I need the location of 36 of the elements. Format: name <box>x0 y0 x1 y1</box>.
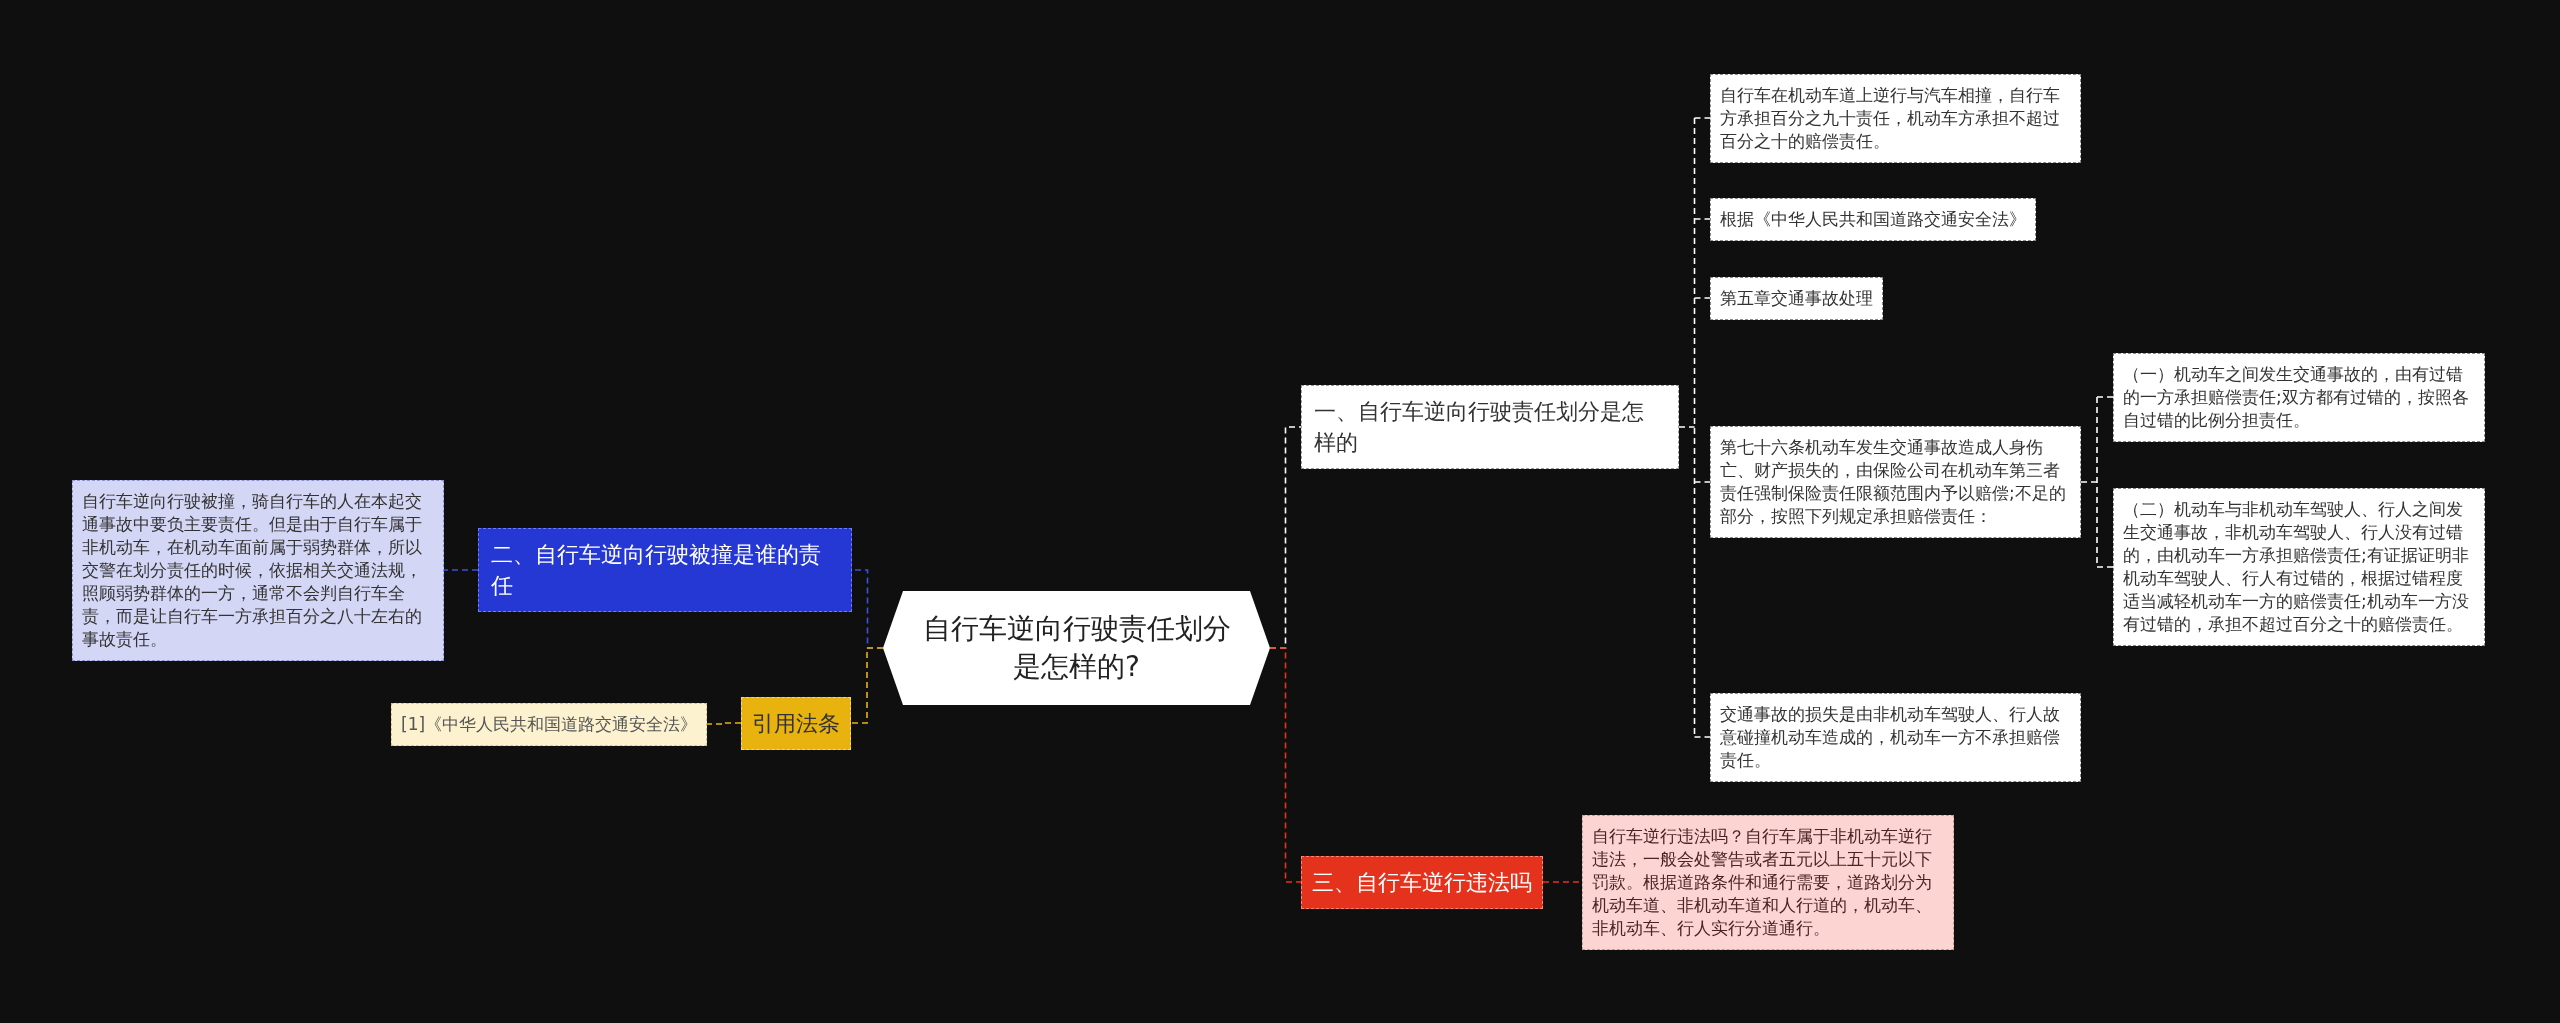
note-card <box>1710 73 2081 163</box>
branch-topic <box>1301 855 1543 909</box>
note-card <box>391 702 708 746</box>
branch-topic <box>741 696 851 750</box>
note-text: （二）机动车与非机动车驾驶人、行人之间发生交通事故，非机动车驾驶人、行人没有过错的，由机动车一方承担赔偿责任;有证据证明非机动车驾驶人、行人有过错的，根据过错程度适当减轻机动车一方的赔偿责任;机动车一方没有过错的，承担不超过百分之十的赔偿责任。 <box>2123 498 2470 636</box>
note-text: 自行车逆行违法吗？自行车属于非机动车逆行违法，一般会处警告或者五元以上五十元以下罚款。根据道路条件和通行需要，道路划分为机动车道、非机动车道和人行道的，机动车、非机动车、行人实行分道通行。 <box>1592 824 1933 940</box>
note-text: 根据《中华人民共和国道路交通安全法》 <box>1720 207 2026 231</box>
central-topic-text: 自行车逆向行驶责任划分是怎样的? <box>921 611 1232 685</box>
note-card <box>1710 426 2081 538</box>
note-text: 交通事故的损失是由非机动车驾驶人、行人故意碰撞机动车造成的，机动车一方不承担赔偿责任。 <box>1720 702 2061 772</box>
connector-line <box>850 647 884 724</box>
connector-line <box>443 569 479 571</box>
branch-topic-text: 二、自行车逆向行驶被撞是谁的责任 <box>491 541 822 600</box>
branch-topic-text: 三、自行车逆行违法吗 <box>1312 868 1532 897</box>
note-text: 自行车逆向行驶被撞，骑自行车的人在本起交通事故中要负主要责任。但是由于自行车属于非机动车，在机动车面前属于弱势群体，所以交警在划分责任的时候，依据相关交通法规，照顾弱势群体的一方，通常不会判自行车全责，而是让自行车一方承担百分之八十左右的事故责任。 <box>82 489 423 651</box>
note-card <box>2113 488 2485 646</box>
note-card <box>1710 276 1883 320</box>
branch-topic-text: 引用法条 <box>752 709 840 738</box>
note-text: 自行车在机动车道上逆行与汽车相撞，自行车方承担百分之九十责任，机动车方承担不超过百分之十的赔偿责任。 <box>1720 83 2061 153</box>
connector-line <box>2080 396 2114 568</box>
connector-line <box>1269 647 1302 883</box>
branch-topic <box>1301 385 1679 469</box>
note-card <box>2113 352 2485 442</box>
central-topic-hexagon <box>883 591 1270 705</box>
note-card <box>1710 197 2036 241</box>
note-text: [1]《中华人民共和国道路交通安全法》 <box>401 712 698 736</box>
note-card <box>1710 692 2081 782</box>
note-text: 第七十六条机动车发生交通事故造成人身伤亡、财产损失的，由保险公司在机动车第三者责任强制保险责任限额范围内予以赔偿;不足的部分，按照下列规定承担赔偿责任： <box>1720 436 2067 528</box>
connector-line <box>1678 117 1711 738</box>
connector-line <box>706 722 742 725</box>
branch-topic <box>478 528 852 612</box>
note-card <box>72 479 444 661</box>
note-card <box>1582 814 1954 950</box>
branch-topic-text: 一、自行车逆向行驶责任划分是怎样的 <box>1314 398 1645 457</box>
note-text: （一）机动车之间发生交通事故的，由有过错的一方承担赔偿责任;双方都有过错的，按照各自过错的比例分担责任。 <box>2123 362 2470 432</box>
note-text: 第五章交通事故处理 <box>1720 286 1873 310</box>
